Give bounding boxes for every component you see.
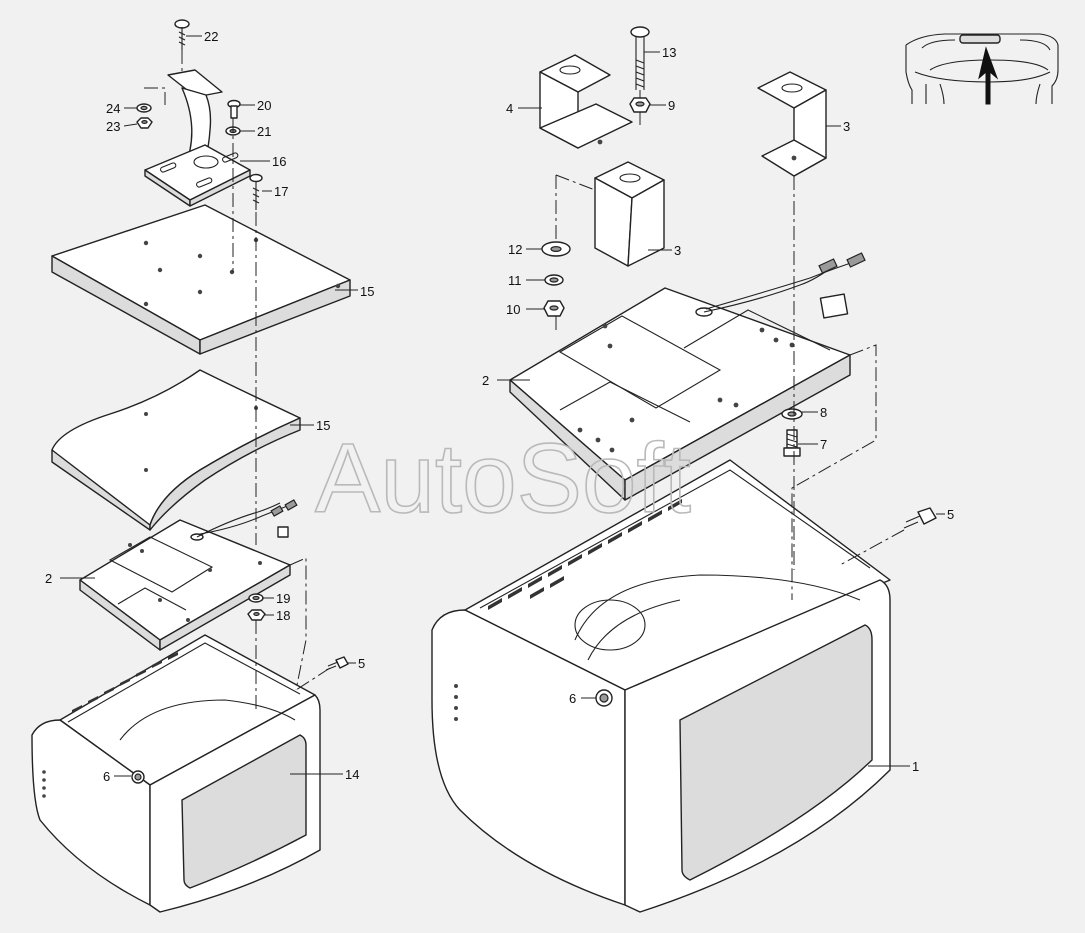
- part-1-monitor-right: [431, 459, 891, 913]
- svg-text:2: 2: [482, 373, 489, 388]
- assembly-line-right-5: [555, 174, 596, 191]
- svg-text:3: 3: [843, 119, 850, 134]
- part-16-seat-bracket: [144, 69, 251, 207]
- callout-5-left: 5: [347, 656, 365, 671]
- svg-text:6: 6: [569, 691, 576, 706]
- part-22-bolt: [174, 19, 190, 50]
- callout-4: 4: [506, 101, 542, 116]
- part-3-bracket-lower: [594, 161, 665, 267]
- callout-6-right: 6: [569, 691, 596, 706]
- svg-text:7: 7: [820, 437, 827, 452]
- svg-text:18: 18: [276, 608, 290, 623]
- assembly-line-right-7: [791, 344, 877, 600]
- svg-text:24: 24: [106, 101, 120, 116]
- svg-text:23: 23: [106, 119, 120, 134]
- svg-text:22: 22: [204, 29, 218, 44]
- assembly-line-left-8: [295, 667, 331, 691]
- part-20-bolt: [227, 99, 241, 119]
- svg-text:15: 15: [360, 284, 374, 299]
- part-15-seat-board-upper: [51, 204, 351, 355]
- vehicle-orientation-icon: [905, 33, 1059, 105]
- svg-text:8: 8: [820, 405, 827, 420]
- callout-21: 21: [240, 124, 271, 139]
- part-12-washer: [541, 241, 571, 257]
- callout-3-lower: 3: [648, 243, 681, 258]
- svg-text:19: 19: [276, 591, 290, 606]
- watermark-text: AutoSoft: [315, 423, 691, 533]
- callout-5-right: 5: [936, 507, 954, 522]
- svg-text:11: 11: [508, 273, 522, 288]
- part-13-bolt: [630, 26, 650, 90]
- callout-18: 18: [264, 608, 290, 623]
- svg-text:17: 17: [274, 184, 288, 199]
- callout-2-left: 2: [45, 571, 95, 586]
- svg-text:12: 12: [508, 242, 522, 257]
- svg-text:1: 1: [912, 759, 919, 774]
- part-5-bolt-right: [903, 507, 937, 529]
- callout-13: 13: [644, 45, 676, 60]
- callout-20: 20: [240, 98, 271, 113]
- svg-text:6: 6: [103, 769, 110, 784]
- callout-22: 22: [186, 29, 218, 44]
- svg-text:21: 21: [257, 124, 271, 139]
- part-15-seat-cushion-lower: [51, 369, 301, 531]
- part-2-mounting-plate-right: [509, 252, 866, 501]
- svg-text:3: 3: [674, 243, 681, 258]
- part-19-washer: [248, 593, 264, 603]
- callout-19: 19: [262, 591, 290, 606]
- svg-text:5: 5: [947, 507, 954, 522]
- part-9-nut: [629, 97, 651, 113]
- part-11-washer: [544, 274, 564, 286]
- callout-8: 8: [802, 405, 827, 420]
- part-24-washer: [136, 103, 152, 113]
- part-3-bracket-upper: [757, 71, 827, 177]
- callout-6-left: 6: [103, 769, 131, 784]
- svg-text:4: 4: [506, 101, 513, 116]
- part-23-nut: [136, 117, 153, 129]
- assembly-line-left-7: [289, 557, 307, 691]
- callout-15-upper: 15: [335, 284, 374, 299]
- callout-2-right: 2: [482, 373, 530, 388]
- callout-10: 10: [506, 302, 544, 317]
- part-17-bolt: [249, 173, 263, 210]
- part-10-nut: [543, 300, 565, 317]
- assembly-line-left-2: [144, 87, 166, 105]
- svg-text:14: 14: [345, 767, 359, 782]
- callout-15-lower: 15: [290, 418, 330, 433]
- part-4-bracket: [539, 54, 633, 149]
- callout-12: 12: [508, 242, 542, 257]
- part-18-nut: [247, 609, 266, 621]
- callout-23: 23: [106, 119, 138, 134]
- part-7-bolt: [783, 429, 801, 457]
- svg-text:2: 2: [45, 571, 52, 586]
- svg-text:16: 16: [272, 154, 286, 169]
- part-8-lock-washer: [781, 408, 803, 420]
- callout-16: 16: [240, 154, 286, 169]
- callout-11: 11: [508, 273, 545, 288]
- callout-9: 9: [650, 98, 675, 113]
- part-14-monitor-left: [31, 634, 321, 913]
- callout-3-upper: 3: [826, 119, 850, 134]
- svg-text:15: 15: [316, 418, 330, 433]
- callout-1: 1: [868, 759, 919, 774]
- callout-7: 7: [798, 437, 827, 452]
- svg-text:5: 5: [358, 656, 365, 671]
- part-2-mounting-plate-left: [79, 499, 298, 651]
- svg-text:20: 20: [257, 98, 271, 113]
- callout-14: 14: [290, 767, 359, 782]
- svg-text:10: 10: [506, 302, 520, 317]
- assembly-line-right-8: [839, 529, 905, 566]
- callout-17: 17: [262, 184, 288, 199]
- svg-text:9: 9: [668, 98, 675, 113]
- callout-24: 24: [106, 101, 137, 116]
- svg-text:13: 13: [662, 45, 676, 60]
